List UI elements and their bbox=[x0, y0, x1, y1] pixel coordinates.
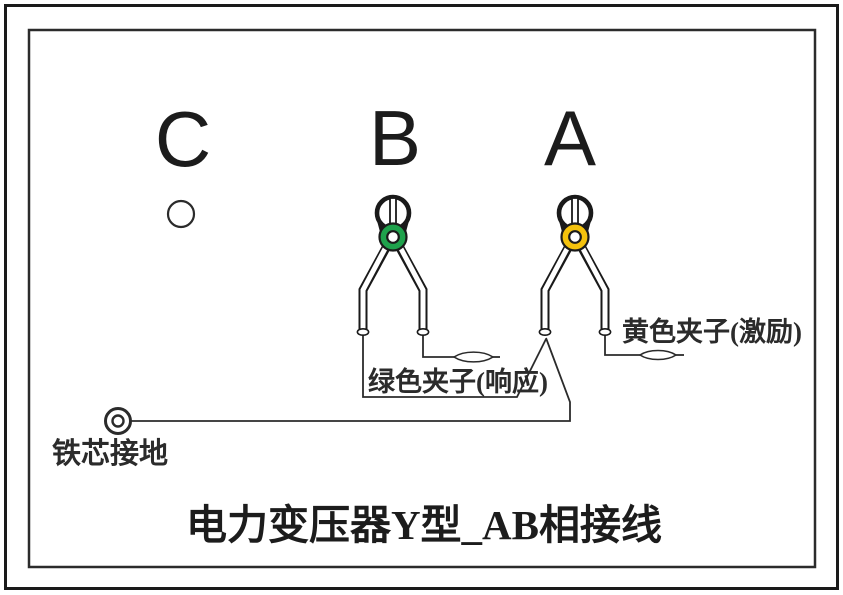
clamp-b-leg-right-fill bbox=[396, 243, 426, 331]
terminal-label-a: A bbox=[544, 94, 596, 182]
yellow-clamp-label: 黄色夹子(激励) bbox=[622, 316, 802, 347]
terminal-c-bushing bbox=[166, 199, 196, 229]
green-clamp-label: 绿色夹子(响应) bbox=[368, 366, 548, 397]
clamp-b-legs bbox=[358, 243, 428, 331]
clamp-a bbox=[538, 194, 612, 336]
clamp-a-leg-left-fill bbox=[542, 243, 572, 331]
clamp-b-tip-right bbox=[416, 327, 430, 336]
diagram-title: 电力变压器Y型_AB相接线 bbox=[186, 502, 662, 548]
clamp-a-ring-hole bbox=[568, 230, 582, 244]
ground-inner-circle bbox=[111, 414, 125, 428]
wire-a-right-lead bbox=[604, 335, 641, 356]
core-ground-label: 铁芯接地 bbox=[52, 437, 168, 470]
clamp-b bbox=[356, 194, 430, 336]
terminal-label-c: C bbox=[155, 95, 211, 183]
clamp-b-tip-left bbox=[356, 327, 370, 336]
wire-ground-to-a bbox=[131, 337, 571, 422]
clamp-a-tip-right bbox=[598, 327, 612, 336]
clamp-a-legs bbox=[540, 243, 610, 331]
wire-b-right-lead bbox=[422, 335, 456, 358]
inner-frame bbox=[27, 28, 817, 569]
terminal-label-b: B bbox=[369, 94, 421, 182]
clamp-b-ring-hole bbox=[386, 230, 400, 244]
core-ground-symbol bbox=[104, 407, 132, 435]
lead-ferrule-a bbox=[638, 349, 678, 361]
lead-ferrule-b bbox=[452, 351, 495, 363]
wires bbox=[131, 335, 684, 422]
clamp-b-leg-left-fill bbox=[360, 243, 390, 331]
clamp-a-tip-left bbox=[538, 327, 552, 336]
wire-b-left-to-a bbox=[362, 335, 547, 398]
clamp-a-leg-right-fill bbox=[578, 243, 608, 331]
